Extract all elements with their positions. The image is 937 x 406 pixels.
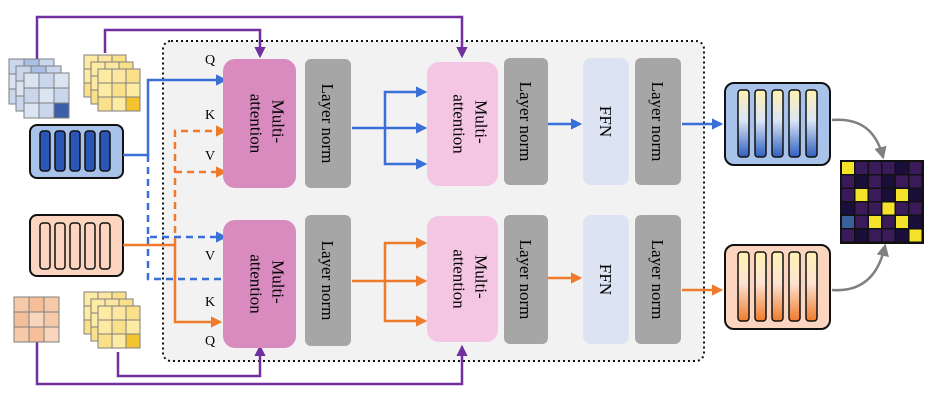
- svg-text:Multi- attention: Multi- attention: [247, 254, 288, 314]
- blue-gradient-sequence-icon: [724, 82, 831, 166]
- ffn-bottom-label: FFN: [596, 264, 615, 295]
- mha2-bottom-line2: attention: [450, 249, 469, 309]
- skip-top-inner: [103, 28, 266, 59]
- orange-branch-up: [383, 237, 428, 281]
- purple-skip-connections: [35, 15, 468, 386]
- yellow-grid-stack-icon: [83, 291, 141, 349]
- blue-branch-up: [383, 86, 428, 128]
- orange-stream-arrows: [123, 125, 724, 328]
- mha-block-bottom: Multi- attention: [223, 220, 296, 348]
- top-k-label: K: [205, 108, 215, 123]
- blue-grid-stack-icon: [8, 58, 70, 119]
- output-arrows: [831, 118, 889, 292]
- bottom-k-label: K: [205, 295, 215, 310]
- mha-bottom-line1: Multi-: [269, 260, 288, 304]
- skip-bottom-inner: [116, 344, 266, 378]
- mha-bottom-line2: attention: [247, 254, 266, 314]
- layer-norm-top-2-label: Layer norm: [516, 82, 535, 162]
- blue-stream-arrows: [123, 74, 724, 281]
- blue-to-k-bottom: [146, 237, 225, 281]
- mha-block-bottom-2: Multi- attention: [427, 216, 498, 342]
- layer-norm-block-top-3: Layer norm: [635, 58, 681, 185]
- mha-block-top: Multi- attention: [223, 59, 296, 188]
- mha-top-line2: attention: [247, 94, 266, 154]
- mha2-bottom-line1: Multi-: [472, 255, 491, 299]
- ffn-block-bottom: FFN: [583, 215, 629, 344]
- bottom-v-label: V: [205, 249, 215, 264]
- bottom-q-label: Q: [205, 334, 215, 349]
- yellow-grid-stack-icon: [83, 54, 141, 112]
- fusion-module-container: [162, 40, 705, 362]
- orange-gradient-sequence-icon: [724, 244, 831, 330]
- blue-token-sequence-icon: [29, 124, 124, 179]
- mha-block-top-2: Multi- attention: [427, 62, 498, 186]
- layer-norm-bottom-2-label: Layer norm: [516, 240, 535, 320]
- blue-branch-down: [383, 128, 428, 170]
- layer-norm-block-bottom-3: Layer norm: [635, 215, 681, 344]
- svg-text:Multi- attention: Multi- attention: [247, 94, 288, 154]
- skip-bottom-outer: [35, 338, 468, 386]
- layer-norm-block-bottom-1: Layer norm: [305, 215, 351, 346]
- orange-token-sequence-icon: [29, 214, 124, 277]
- layer-norm-block-top-2: Layer norm: [504, 58, 548, 185]
- layer-norm-block-bottom-2: Layer norm: [504, 215, 548, 344]
- layer-norm-top-1-label: Layer norm: [318, 84, 337, 164]
- layer-norm-top-3-label: Layer norm: [648, 82, 667, 162]
- attention-matrix-icon: [840, 160, 924, 244]
- ffn-block-top: FFN: [583, 58, 629, 185]
- blue-to-q-top: [123, 74, 228, 157]
- orange-to-q-bottom: [123, 243, 223, 328]
- top-q-label: Q: [205, 53, 215, 68]
- layer-norm-bottom-1-label: Layer norm: [318, 241, 337, 321]
- svg-text:Multi- attention: Multi- attention: [450, 249, 491, 309]
- orange-branch-down: [383, 281, 428, 327]
- mha-top-line1: Multi-: [269, 100, 288, 144]
- blue-to-v-bottom: [146, 155, 228, 243]
- layer-norm-block-top-1: Layer norm: [305, 59, 351, 188]
- top-output-arrow: [831, 118, 887, 160]
- bottom-output-arrow: [831, 243, 889, 292]
- top-v-label: V: [205, 149, 215, 164]
- mha2-top-line2: attention: [450, 94, 469, 154]
- ffn-top-label: FFN: [596, 106, 615, 137]
- skip-top-outer: [35, 15, 468, 61]
- orange-to-k-top: [173, 125, 228, 245]
- layer-norm-bottom-3-label: Layer norm: [648, 240, 667, 320]
- mha2-top-line1: Multi-: [472, 100, 491, 144]
- svg-text:Multi- attention: Multi- attention: [450, 94, 491, 154]
- orange-grid-icon: [13, 296, 60, 343]
